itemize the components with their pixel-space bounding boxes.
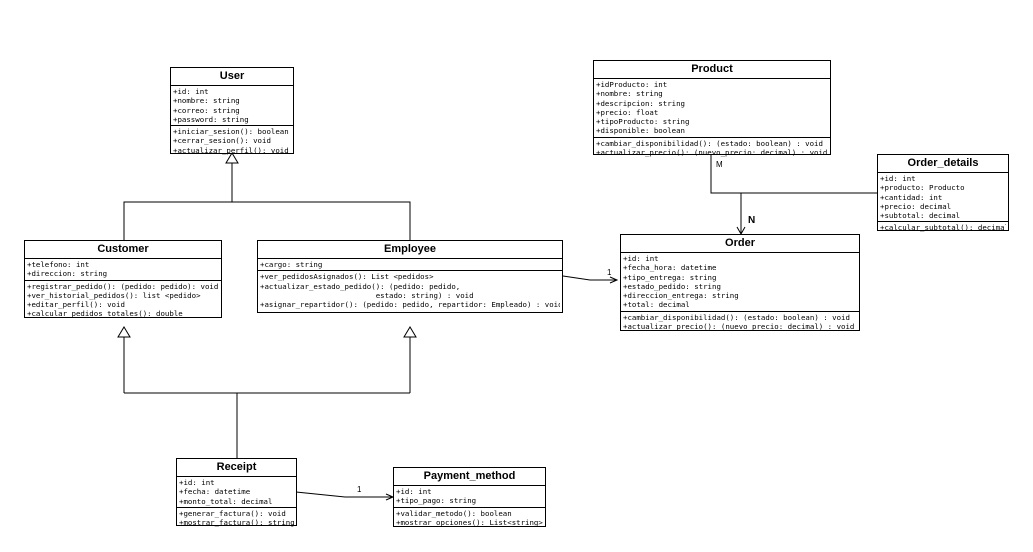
attribute: +total: decimal xyxy=(623,300,690,310)
attributes-section: +cargo: string xyxy=(258,259,562,272)
class-title: Payment_method xyxy=(394,468,545,486)
attribute: +tipo_entrega: string xyxy=(623,272,717,282)
attribute: +monto_total: decimal xyxy=(179,496,273,506)
class-employee[interactable]: Employee +cargo: string +ver_pedidosAsig… xyxy=(257,240,563,313)
attribute: +telefono: int xyxy=(27,260,90,269)
attribute: +tipoProducto: string xyxy=(596,117,690,127)
multiplicity-order-n: N xyxy=(748,215,756,226)
class-title: Receipt xyxy=(177,459,296,477)
methods-section: +cambiar_disponibilidad(): (estado: bool… xyxy=(594,138,830,159)
method: +iniciar_sesion(): boolean xyxy=(173,127,289,137)
method: +validar_metodo(): boolean xyxy=(396,508,512,518)
multiplicity-receipt-payment: 1 xyxy=(357,485,362,494)
class-payment-method[interactable]: Payment_method +id: int +tipo_pago: stri… xyxy=(393,467,546,527)
methods-section: +registrar_pedido(): (pedido: pedido): v… xyxy=(25,281,221,320)
association-receipt-payment xyxy=(295,491,395,501)
method: +actualizar_estado_pedido(): (pedido: pe… xyxy=(260,281,461,291)
attribute: +id: int xyxy=(623,254,659,263)
method: +actualizar_perfil(): void xyxy=(173,145,289,155)
method: +cambiar_disponibilidad(): (estado: bool… xyxy=(623,312,850,322)
attribute: +id: int xyxy=(396,487,432,496)
class-customer[interactable]: Customer +telefono: int +direccion: stri… xyxy=(24,240,222,318)
class-title: Customer xyxy=(25,241,221,259)
class-order[interactable]: Order +id: int +fecha_hora: datetime +ti… xyxy=(620,234,860,331)
method: +registrar_pedido(): (pedido: pedido): v… xyxy=(27,281,219,291)
method: +ver_historial_pedidos(): list <pedido> xyxy=(27,290,201,300)
class-product[interactable]: Product +idProducto: int +nombre: string… xyxy=(593,60,831,157)
method: +cambiar_disponibilidad(): (estado: bool… xyxy=(596,138,823,148)
class-title: Order_details xyxy=(878,155,1008,173)
methods-section: +validar_metodo(): boolean +mostrar_opci… xyxy=(394,508,545,529)
attribute: +fecha_hora: datetime xyxy=(623,263,717,273)
attribute: +nombre: string xyxy=(173,96,240,106)
attributes-section: +id: int +tipo_pago: string xyxy=(394,486,545,508)
method: +calcular_subtotal(): decimal xyxy=(880,223,1006,233)
method: +actualizar_precio(): (nuevo_precio: dec… xyxy=(596,148,828,158)
attribute: +precio: decimal xyxy=(880,201,952,211)
class-order-details[interactable]: Order_details +id: int +producto: Produc… xyxy=(877,154,1009,233)
method: estado: string) : void xyxy=(260,290,474,300)
attribute: +cargo: string xyxy=(260,260,323,269)
attribute: +id: int xyxy=(173,87,209,96)
attributes-section: +id: int +fecha: datetime +monto_total: … xyxy=(177,477,296,508)
attribute: +precio: float xyxy=(596,107,659,117)
attribute: +fecha: datetime xyxy=(179,487,251,497)
method: +cerrar_sesion(): void xyxy=(173,136,271,146)
attribute: +password: string xyxy=(173,114,249,124)
method: +asignar_repartidor(): (pedido: pedido, … xyxy=(260,300,560,310)
attribute: +direccion_entrega: string xyxy=(623,291,739,301)
attribute: +idProducto: int xyxy=(596,80,668,89)
method: +calcular_pedidos_totales(): double xyxy=(27,309,183,319)
class-user[interactable]: User +id: int +nombre: string +correo: s… xyxy=(170,67,294,156)
class-title: Product xyxy=(594,61,830,79)
attributes-section: +idProducto: int +nombre: string +descri… xyxy=(594,79,830,138)
attribute: +disponible: boolean xyxy=(596,126,685,136)
methods-section: +iniciar_sesion(): boolean +cerrar_sesio… xyxy=(171,126,293,156)
class-title: User xyxy=(171,68,293,86)
method: +mostrar_factura(): string xyxy=(179,518,294,528)
methods-section: +cambiar_disponibilidad(): (estado: bool… xyxy=(621,312,859,333)
attributes-section: +id: int +nombre: string +correo: string… xyxy=(171,86,293,127)
attribute: +tipo_pago: string xyxy=(396,496,477,506)
methods-section: +ver_pedidosAsignados(): List <pedidos> … xyxy=(258,271,562,310)
attribute: +id: int xyxy=(179,478,215,487)
inheritance-receipt-customer-employee xyxy=(117,326,417,458)
attribute: +descripcion: string xyxy=(596,98,685,108)
methods-section: +generar_factura(): void +mostrar_factur… xyxy=(177,508,296,529)
inheritance-customer-employee-user xyxy=(123,152,411,240)
attribute: +direccion: string xyxy=(27,269,108,279)
class-receipt[interactable]: Receipt +id: int +fecha: datetime +monto… xyxy=(176,458,297,529)
multiplicity-employee-order: 1 xyxy=(607,268,612,277)
method: +actualizar_precio(): (nuevo_precio: dec… xyxy=(623,322,855,332)
attribute: +estado_pedido: string xyxy=(623,281,721,291)
method: +ver_pedidosAsignados(): List <pedidos> xyxy=(260,272,434,282)
class-title: Order xyxy=(621,235,859,253)
attribute: +producto: Producto xyxy=(880,183,965,193)
method: +generar_factura(): void xyxy=(179,508,286,518)
attribute: +subtotal: decimal xyxy=(880,211,961,221)
attribute: +cantidad: int xyxy=(880,192,943,202)
attribute: +id: int xyxy=(880,174,916,183)
attribute: +nombre: string xyxy=(596,89,663,99)
attributes-section: +id: int +fecha_hora: datetime +tipo_ent… xyxy=(621,253,859,312)
attribute: +correo: string xyxy=(173,105,240,115)
method: +mostrar_opciones(): List<string> xyxy=(396,517,543,527)
multiplicity-product-m: M xyxy=(716,160,723,169)
attributes-section: +id: int +producto: Producto +cantidad: … xyxy=(878,173,1008,223)
methods-section: +calcular_subtotal(): decimal xyxy=(878,222,1008,233)
method: +editar_perfil(): void xyxy=(27,300,125,310)
class-title: Employee xyxy=(258,241,562,259)
attributes-section: +telefono: int +direccion: string xyxy=(25,259,221,281)
association-employee-order xyxy=(562,275,619,284)
